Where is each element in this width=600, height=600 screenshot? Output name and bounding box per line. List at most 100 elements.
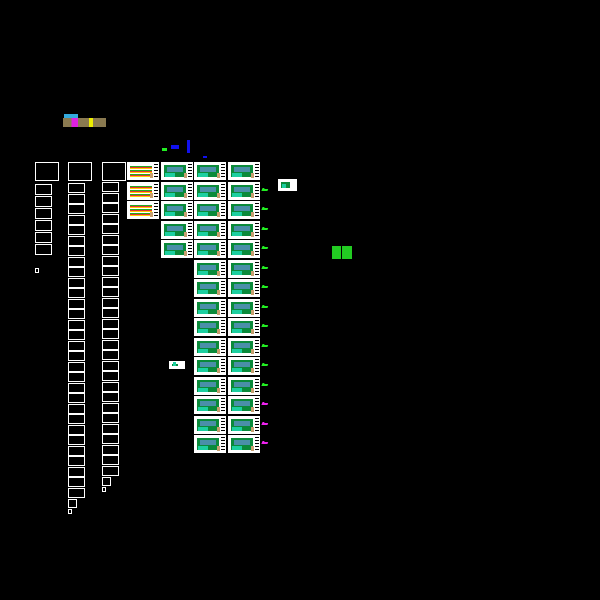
drawing-sheet[interactable] xyxy=(194,357,226,375)
index-row-box[interactable] xyxy=(68,414,85,424)
index-row-box[interactable] xyxy=(102,193,119,203)
index-row-box[interactable] xyxy=(68,393,85,403)
drawing-sheet[interactable] xyxy=(228,260,260,278)
drawing-sheet[interactable] xyxy=(228,435,260,453)
index-row-box[interactable] xyxy=(68,341,85,351)
drawing-sheet[interactable] xyxy=(161,162,193,180)
drawing-sheet[interactable] xyxy=(228,162,260,180)
index-row-box[interactable] xyxy=(35,184,52,195)
drawing-sheet[interactable] xyxy=(194,221,226,239)
drawing-sheet[interactable] xyxy=(161,221,193,239)
index-row-box[interactable] xyxy=(68,236,85,246)
index-row-box[interactable] xyxy=(68,309,85,319)
index-row-box[interactable] xyxy=(35,220,52,231)
index-row-box[interactable] xyxy=(68,446,85,456)
drawing-sheet[interactable] xyxy=(228,416,260,434)
index-row-box[interactable] xyxy=(102,235,119,245)
drawing-sheet[interactable] xyxy=(228,182,260,200)
index-row-box[interactable] xyxy=(102,382,119,392)
index-row-box[interactable] xyxy=(102,424,119,434)
drawing-sheet[interactable] xyxy=(194,162,226,180)
index-row-box[interactable] xyxy=(102,340,119,350)
index-row-box[interactable] xyxy=(102,319,119,329)
index-row-box[interactable] xyxy=(102,298,119,308)
drawing-sheet[interactable] xyxy=(127,182,159,200)
index-row-box[interactable] xyxy=(68,246,85,256)
drawing-sheet[interactable] xyxy=(228,318,260,336)
index-row-box[interactable] xyxy=(68,362,85,372)
index-row-box[interactable] xyxy=(68,425,85,435)
drawing-sheet[interactable] xyxy=(228,299,260,317)
drawing-sheet[interactable] xyxy=(194,279,226,297)
index-row-box[interactable] xyxy=(68,288,85,298)
drawing-sheet[interactable] xyxy=(161,201,193,219)
drawing-sheet[interactable] xyxy=(228,279,260,297)
index-row-box[interactable] xyxy=(68,194,85,204)
drawing-sheet[interactable] xyxy=(228,240,260,258)
index-row-box[interactable] xyxy=(35,244,52,255)
index-row-box[interactable] xyxy=(68,204,85,214)
index-row-box[interactable] xyxy=(102,329,119,339)
drawing-sheet[interactable] xyxy=(161,240,193,258)
drawing-sheet[interactable] xyxy=(194,435,226,453)
index-row-box[interactable] xyxy=(102,203,119,213)
index-row-box[interactable] xyxy=(102,466,119,476)
index-row-box[interactable] xyxy=(68,372,85,382)
drawing-sheet[interactable] xyxy=(127,162,159,180)
drawing-sheet[interactable] xyxy=(228,221,260,239)
index-row-box[interactable] xyxy=(68,467,85,477)
index-row-box[interactable] xyxy=(102,392,119,402)
index-row-box[interactable] xyxy=(102,266,119,276)
key-plan-thumbnail[interactable] xyxy=(278,179,297,191)
drawing-sheet[interactable] xyxy=(194,416,226,434)
index-row-box[interactable] xyxy=(35,232,52,243)
index-row-box[interactable] xyxy=(102,214,119,224)
detail-thumbnail[interactable] xyxy=(169,361,185,369)
index-row-box[interactable] xyxy=(102,350,119,360)
index-row-box[interactable] xyxy=(102,308,119,318)
index-row-box[interactable] xyxy=(35,208,52,219)
drawing-sheet[interactable] xyxy=(228,357,260,375)
index-row-box[interactable] xyxy=(68,330,85,340)
index-row-box[interactable] xyxy=(68,477,85,487)
index-row-box[interactable] xyxy=(35,196,52,207)
drawing-sheet[interactable] xyxy=(228,396,260,414)
index-row-box[interactable] xyxy=(68,299,85,309)
drawing-sheet[interactable] xyxy=(194,240,226,258)
index-row-box[interactable] xyxy=(102,287,119,297)
index-row-box[interactable] xyxy=(102,256,119,266)
drawing-sheet[interactable] xyxy=(194,182,226,200)
drawing-sheet[interactable] xyxy=(228,377,260,395)
index-row-box[interactable] xyxy=(102,182,119,192)
index-row-box[interactable] xyxy=(68,456,85,466)
index-row-box[interactable] xyxy=(68,383,85,393)
drawing-sheet[interactable] xyxy=(194,201,226,219)
index-row-box[interactable] xyxy=(68,183,85,193)
drawing-sheet[interactable] xyxy=(194,260,226,278)
index-row-box[interactable] xyxy=(68,351,85,361)
index-row-box[interactable] xyxy=(68,215,85,225)
drawing-sheet[interactable] xyxy=(161,182,193,200)
drawing-sheet[interactable] xyxy=(194,338,226,356)
drawing-sheet[interactable] xyxy=(228,201,260,219)
index-row-box[interactable] xyxy=(68,278,85,288)
index-row-box[interactable] xyxy=(102,245,119,255)
index-row-box[interactable] xyxy=(68,435,85,445)
index-row-box[interactable] xyxy=(68,267,85,277)
index-row-box[interactable] xyxy=(102,403,119,413)
index-row-box[interactable] xyxy=(68,404,85,414)
index-row-box[interactable] xyxy=(68,257,85,267)
index-row-box[interactable] xyxy=(102,277,119,287)
index-row-box[interactable] xyxy=(68,320,85,330)
drawing-sheet[interactable] xyxy=(127,201,159,219)
index-row-box[interactable] xyxy=(68,225,85,235)
index-row-box[interactable] xyxy=(102,455,119,465)
index-row-box[interactable] xyxy=(102,445,119,455)
drawing-sheet[interactable] xyxy=(194,377,226,395)
index-row-box[interactable] xyxy=(68,488,85,498)
index-row-box[interactable] xyxy=(102,434,119,444)
drawing-sheet[interactable] xyxy=(228,338,260,356)
index-row-box[interactable] xyxy=(102,224,119,234)
index-row-box[interactable] xyxy=(102,413,119,423)
